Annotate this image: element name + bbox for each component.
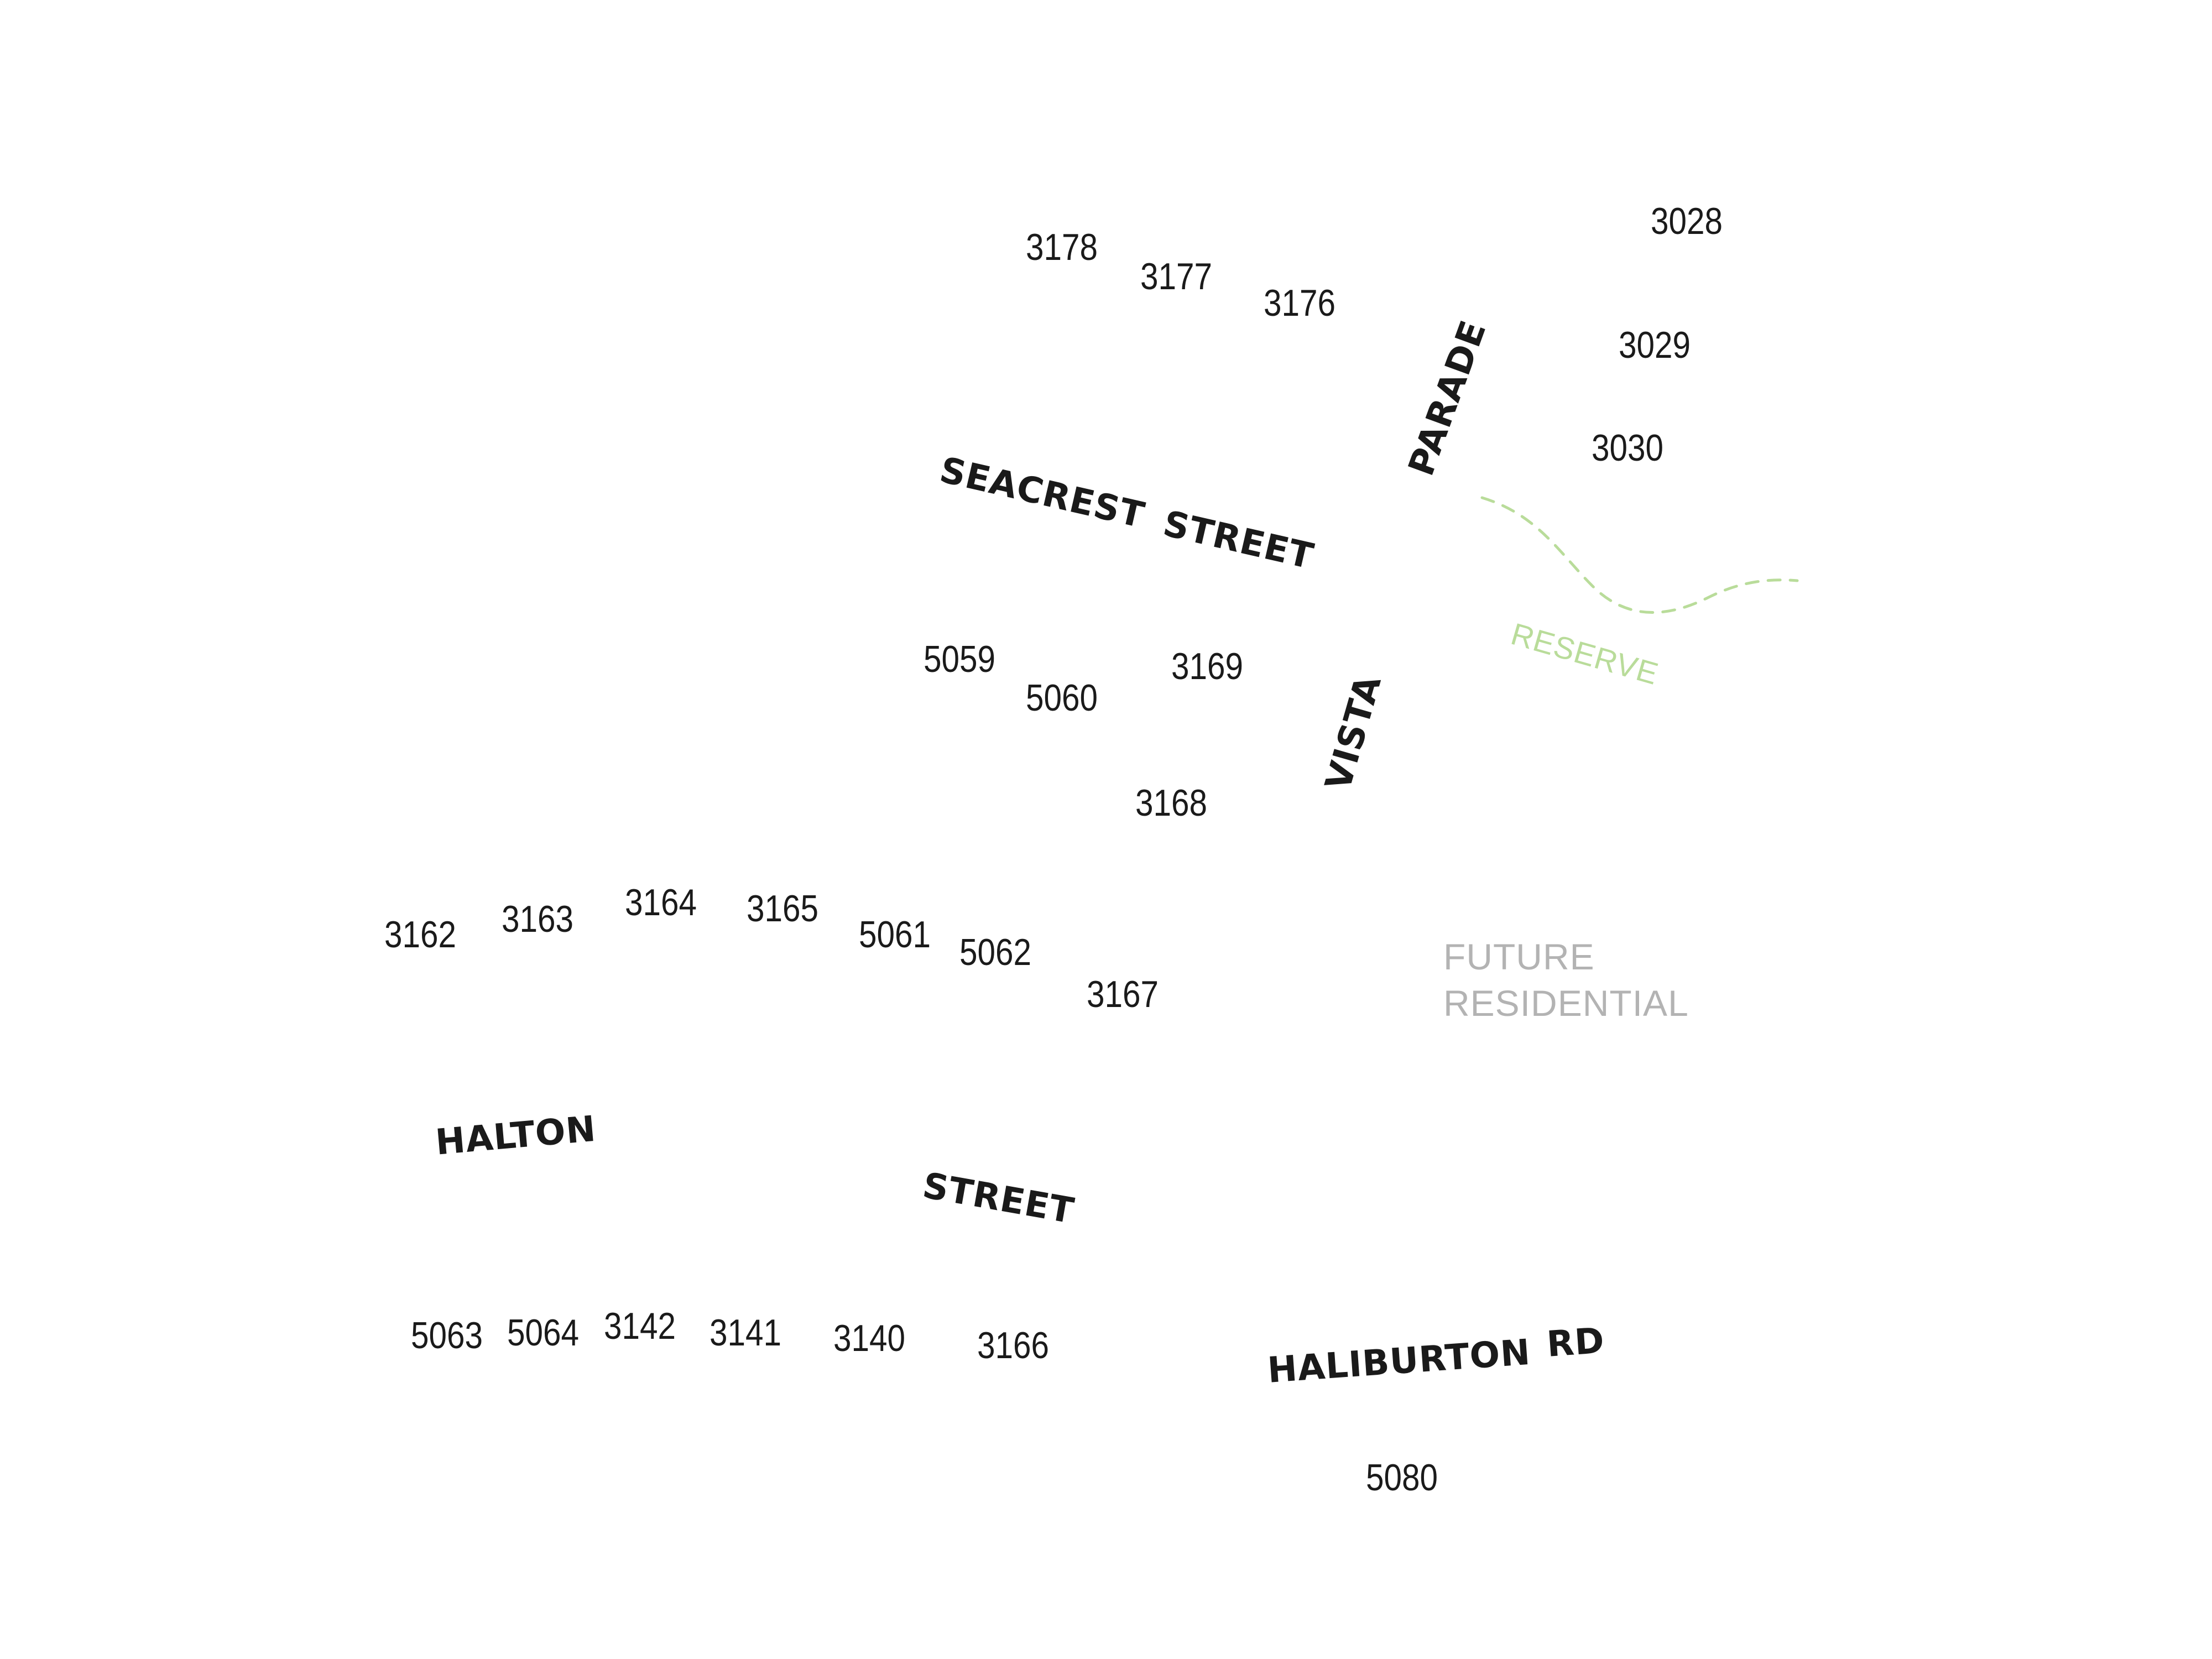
lot-number[interactable]: 3028 [1650, 200, 1723, 242]
lot-number[interactable]: 5059 [923, 638, 996, 680]
lot-number[interactable]: 3164 [624, 881, 697, 924]
lot-number[interactable]: 5062 [959, 931, 1032, 973]
future-residential-line2: RESIDENTIAL [1443, 983, 1689, 1024]
lot-number[interactable]: 3178 [1025, 226, 1098, 268]
lot-number[interactable]: 3142 [603, 1305, 676, 1347]
lot-number[interactable]: 5063 [410, 1314, 483, 1357]
lot-number[interactable]: 5064 [507, 1312, 580, 1354]
future-residential-label: FUTURE RESIDENTIAL [1443, 933, 1689, 1027]
lot-number[interactable]: 5060 [1025, 677, 1098, 719]
lot-number[interactable]: 3141 [709, 1312, 782, 1354]
lot-number[interactable]: 3029 [1618, 324, 1691, 366]
lot-number[interactable]: 3166 [977, 1324, 1050, 1366]
lot-number[interactable]: 3165 [746, 888, 819, 930]
lot-number[interactable]: 3163 [501, 898, 574, 940]
lot-number[interactable]: 3176 [1263, 282, 1336, 324]
street-label-haliburton-rd: RD [1545, 1320, 1606, 1365]
lot-number[interactable]: 3168 [1135, 782, 1208, 824]
future-residential-line1: FUTURE [1443, 936, 1595, 977]
lot-number[interactable]: 5061 [858, 914, 931, 956]
lot-number[interactable]: 3030 [1591, 427, 1664, 469]
lot-number[interactable]: 3162 [384, 914, 457, 956]
lot-number[interactable]: 3140 [833, 1317, 906, 1359]
lot-number[interactable]: 3169 [1171, 645, 1244, 687]
lot-number[interactable]: 3177 [1140, 255, 1213, 298]
lot-number[interactable]: 3167 [1086, 973, 1159, 1015]
lot-number[interactable]: 5080 [1365, 1457, 1438, 1499]
